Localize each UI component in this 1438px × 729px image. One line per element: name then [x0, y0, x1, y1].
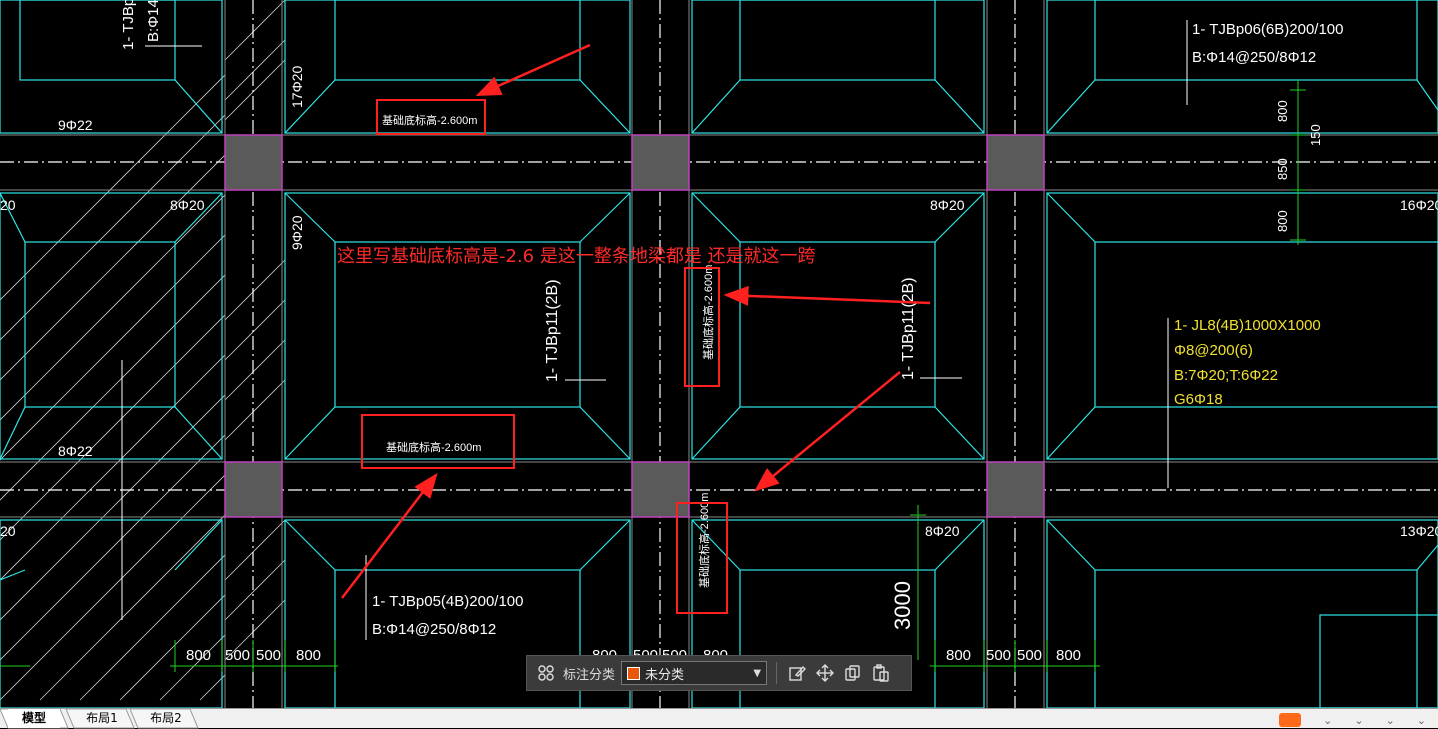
dimension-label[interactable]: 800: [1275, 210, 1290, 232]
rebar-label[interactable]: 9Φ20: [289, 215, 305, 250]
annotation-note: 这里写基础底标高是-2.6 是这一整条地梁都是 还是就这一跨: [337, 246, 816, 267]
tray-icon[interactable]: ⌄: [1354, 714, 1364, 727]
color-swatch: [627, 666, 641, 680]
category-value: 未分类: [645, 667, 685, 683]
app-logo-icon: [1279, 713, 1302, 727]
rebar-label[interactable]: B:Φ14: [145, 0, 162, 42]
column[interactable]: [986, 461, 1045, 518]
rebar-label[interactable]: 8Φ20: [930, 197, 965, 213]
toolbar-divider: [776, 662, 778, 684]
beam-label[interactable]: 1- TJBp11(2B): [900, 277, 917, 380]
rebar-label[interactable]: 20: [0, 197, 16, 213]
beam-label[interactable]: 1- JL8(4B)1000X1000: [1174, 317, 1321, 334]
rebar-label[interactable]: B:Φ14@250/8Φ12: [372, 621, 496, 638]
rebar-label[interactable]: 8Φ20: [925, 523, 960, 539]
rebar-label[interactable]: 17Φ20: [289, 65, 305, 108]
annotation-arrows: [341, 43, 931, 599]
beam-edges: [0, 0, 1438, 708]
drawing-labels: 1- TJBp B:Φ14 9Φ22 17Φ20 9Φ20 8Φ20 20 8Φ…: [0, 0, 1438, 664]
jl-labels: 1- JL8(4B)1000X1000 Φ8@200(6) B:7Φ20;T:6…: [1174, 317, 1321, 408]
dimension-label[interactable]: 800: [946, 647, 971, 664]
tray-icon[interactable]: ⌄: [1416, 714, 1426, 727]
elevation-label[interactable]: 基础底标高-2.600m: [697, 493, 711, 588]
hatch-strip: [224, 0, 286, 661]
footing-outlines: [0, 0, 1438, 709]
column[interactable]: [224, 461, 283, 518]
column[interactable]: [986, 134, 1045, 191]
rebar-label[interactable]: 8Φ22: [58, 443, 93, 459]
drawing-svg: 1- TJBp B:Φ14 9Φ22 17Φ20 9Φ20 8Φ20 20 8Φ…: [0, 0, 1438, 709]
dimension-label[interactable]: 800: [1275, 100, 1290, 122]
dimension-label[interactable]: 850: [1275, 158, 1290, 180]
paste-icon[interactable]: [870, 662, 892, 684]
dimension-label[interactable]: 500: [256, 647, 281, 664]
beam-label[interactable]: 1- TJBp05(4B)200/100: [372, 593, 524, 610]
hatch-pattern: [0, 0, 225, 701]
dimension-label[interactable]: 500: [986, 647, 1011, 664]
elevation-label[interactable]: 基础底标高-2.600m: [382, 113, 477, 127]
column[interactable]: [631, 134, 690, 191]
tab-layout-1[interactable]: 布局1: [86, 711, 118, 725]
dimension-label[interactable]: 3000: [890, 581, 915, 630]
dimension-label[interactable]: 500: [225, 647, 250, 664]
rebar-label[interactable]: 13Φ20: [1400, 523, 1438, 539]
dimension-label[interactable]: 800: [186, 647, 211, 664]
highlight-box: [376, 99, 486, 135]
dimension-label[interactable]: 800: [1056, 647, 1081, 664]
highlight-box: [676, 502, 728, 614]
rebar-label[interactable]: 9Φ22: [58, 117, 93, 133]
rebar-label[interactable]: G6Φ18: [1174, 391, 1223, 408]
dimension-label[interactable]: 800: [296, 647, 321, 664]
chevron-down-icon: ▼: [753, 667, 762, 679]
tray-icon[interactable]: ⌄: [1323, 714, 1333, 727]
beam-label[interactable]: 1- TJBp11(2B): [544, 279, 561, 382]
status-tray: ⌄ ⌄ ⌄ ⌄: [1279, 712, 1438, 728]
beam-label[interactable]: 1- TJBp06(6B)200/100: [1192, 21, 1344, 38]
rebar-label[interactable]: B:7Φ20;T:6Φ22: [1174, 367, 1278, 384]
axis-lines: [0, 0, 1438, 708]
copy-icon[interactable]: [842, 662, 864, 684]
elevation-label[interactable]: 基础底标高-2.600m: [701, 265, 715, 360]
columns: [224, 134, 1045, 518]
tab-model[interactable]: 模型: [8, 709, 60, 728]
elevation-label[interactable]: 基础底标高-2.600m: [386, 440, 481, 454]
rebar-label[interactable]: 8Φ20: [170, 197, 205, 213]
leader-lines: [121, 20, 1188, 640]
move-icon[interactable]: [814, 662, 836, 684]
tray-icon[interactable]: ⌄: [1385, 714, 1395, 727]
column[interactable]: [631, 461, 690, 518]
rebar-label[interactable]: 16Φ20: [1400, 197, 1438, 213]
dimension-label[interactable]: 150: [1308, 124, 1323, 146]
beam-label[interactable]: 1- TJBp: [120, 0, 137, 50]
column[interactable]: [224, 134, 283, 191]
rebar-label[interactable]: B:Φ14@250/8Φ12: [1192, 49, 1316, 66]
rebar-label[interactable]: Φ8@200(6): [1174, 342, 1253, 359]
layout-tabbar: 模型 布局1 布局2: [0, 708, 1438, 729]
cad-canvas[interactable]: 1- TJBp B:Φ14 9Φ22 17Φ20 9Φ20 8Φ20 20 8Φ…: [0, 0, 1438, 709]
highlight-box: [361, 414, 515, 469]
category-select[interactable]: 未分类 ▼: [621, 661, 768, 685]
tab-layout-2[interactable]: 布局2: [150, 711, 182, 725]
grid-icon[interactable]: [535, 662, 557, 684]
annotation-toolbar: 标注分类 未分类 ▼: [526, 655, 912, 691]
dimension-lines: [0, 80, 1306, 672]
highlight-box: [684, 267, 720, 387]
rebar-label[interactable]: 20: [0, 523, 16, 539]
category-label: 标注分类: [563, 667, 616, 683]
dimension-label[interactable]: 500: [1017, 647, 1042, 664]
edit-icon[interactable]: [786, 662, 808, 684]
